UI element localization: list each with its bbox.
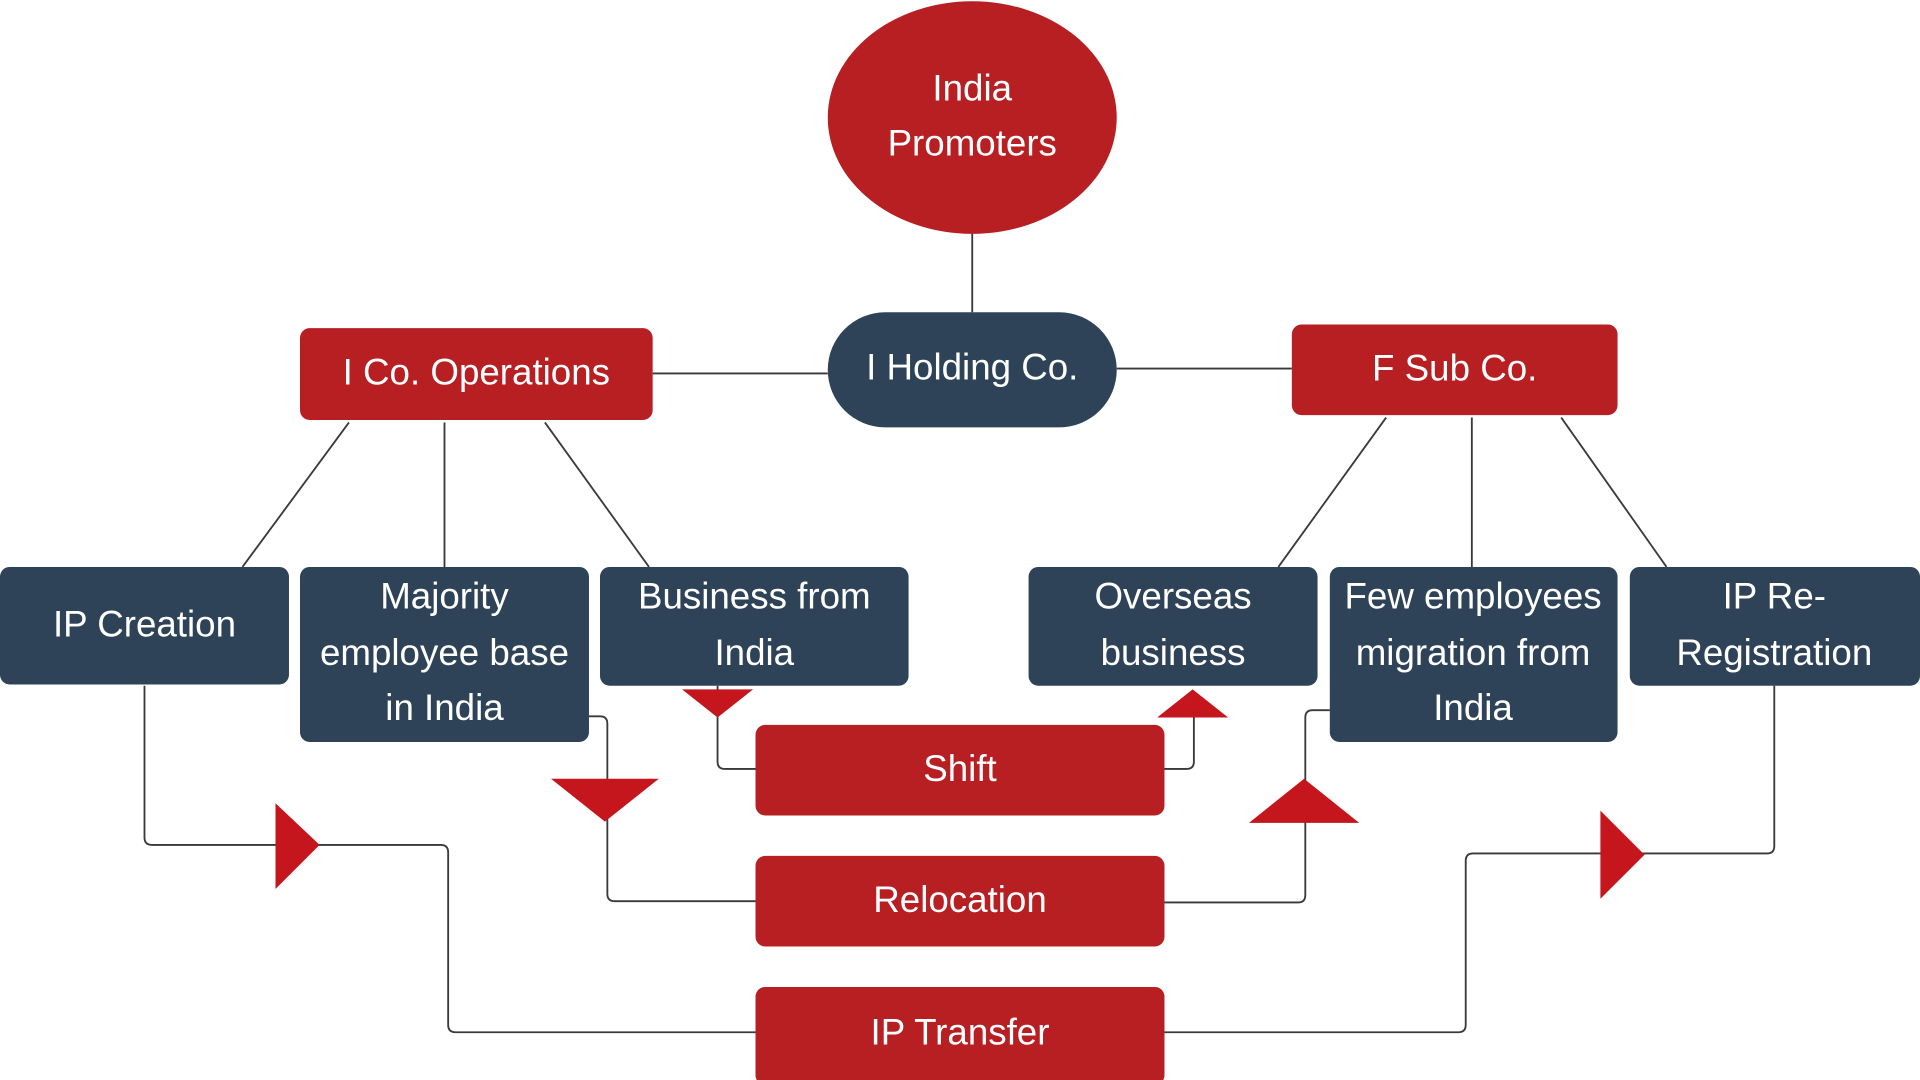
line-iptransfer-iprereg — [1164, 685, 1776, 1034]
arrow-right-icon — [1600, 810, 1645, 899]
node-label: Shift — [923, 748, 996, 789]
node-label: migration from — [1356, 632, 1591, 673]
node-ip-transfer: IP Transfer — [755, 986, 1165, 1080]
node-relocation: Relocation — [755, 855, 1165, 947]
arrow-down-icon — [682, 689, 754, 718]
node-label: IP Re- — [1723, 575, 1826, 616]
line-fsub-overseas — [1277, 417, 1387, 568]
node-ip-creation: IP Creation — [0, 566, 289, 685]
arrow-up-icon — [1157, 689, 1229, 718]
arrow-down-icon — [551, 778, 659, 822]
node-label: in India — [385, 687, 504, 728]
node-label: India — [1433, 687, 1513, 728]
node-overseas-business: Overseas business — [1028, 566, 1318, 686]
line-shift-overseas — [1164, 704, 1195, 770]
node-label: Promoters — [888, 122, 1057, 163]
node-ip-re-registration: IP Re- Registration — [1629, 566, 1920, 686]
node-label: business — [1101, 632, 1246, 673]
node-business-from-india: Business from India — [600, 566, 909, 686]
line-ico-business — [544, 421, 650, 568]
node-label: India — [932, 67, 1012, 108]
node-shift: Shift — [755, 724, 1165, 816]
node-label: employee base — [320, 632, 569, 673]
arrows — [275, 689, 1645, 899]
node-label: Majority — [380, 575, 509, 616]
line-ico-ipcreation — [241, 421, 350, 568]
node-india-promoters: India Promoters — [827, 1, 1117, 234]
line-ipcreation-iptransfer — [143, 685, 756, 1034]
node-label: Business from — [638, 575, 871, 616]
arrow-right-icon — [275, 803, 320, 889]
node-holding-co: I Holding Co. — [827, 312, 1117, 428]
node-label: Registration — [1676, 632, 1872, 673]
line-business-shift — [716, 685, 756, 770]
node-label: Relocation — [873, 879, 1047, 920]
node-few-employees-migration: Few employees migration from India — [1329, 566, 1618, 743]
node-label: IP Transfer — [871, 1011, 1050, 1052]
node-fsub-co: F Sub Co. — [1291, 324, 1618, 416]
node-majority-employee-base: Majority employee base in India — [300, 566, 589, 743]
node-label: Few employees — [1344, 575, 1601, 616]
node-label: Overseas — [1094, 575, 1251, 616]
node-label: I Co. Operations — [343, 351, 610, 392]
arrow-up-icon — [1248, 778, 1360, 823]
line-fsub-iprereg — [1560, 417, 1668, 568]
node-label: F Sub Co. — [1372, 348, 1537, 389]
node-label: I Holding Co. — [866, 346, 1078, 387]
node-label: IP Creation — [53, 604, 236, 645]
node-ico-operations: I Co. Operations — [300, 328, 653, 420]
node-label: India — [714, 632, 794, 673]
